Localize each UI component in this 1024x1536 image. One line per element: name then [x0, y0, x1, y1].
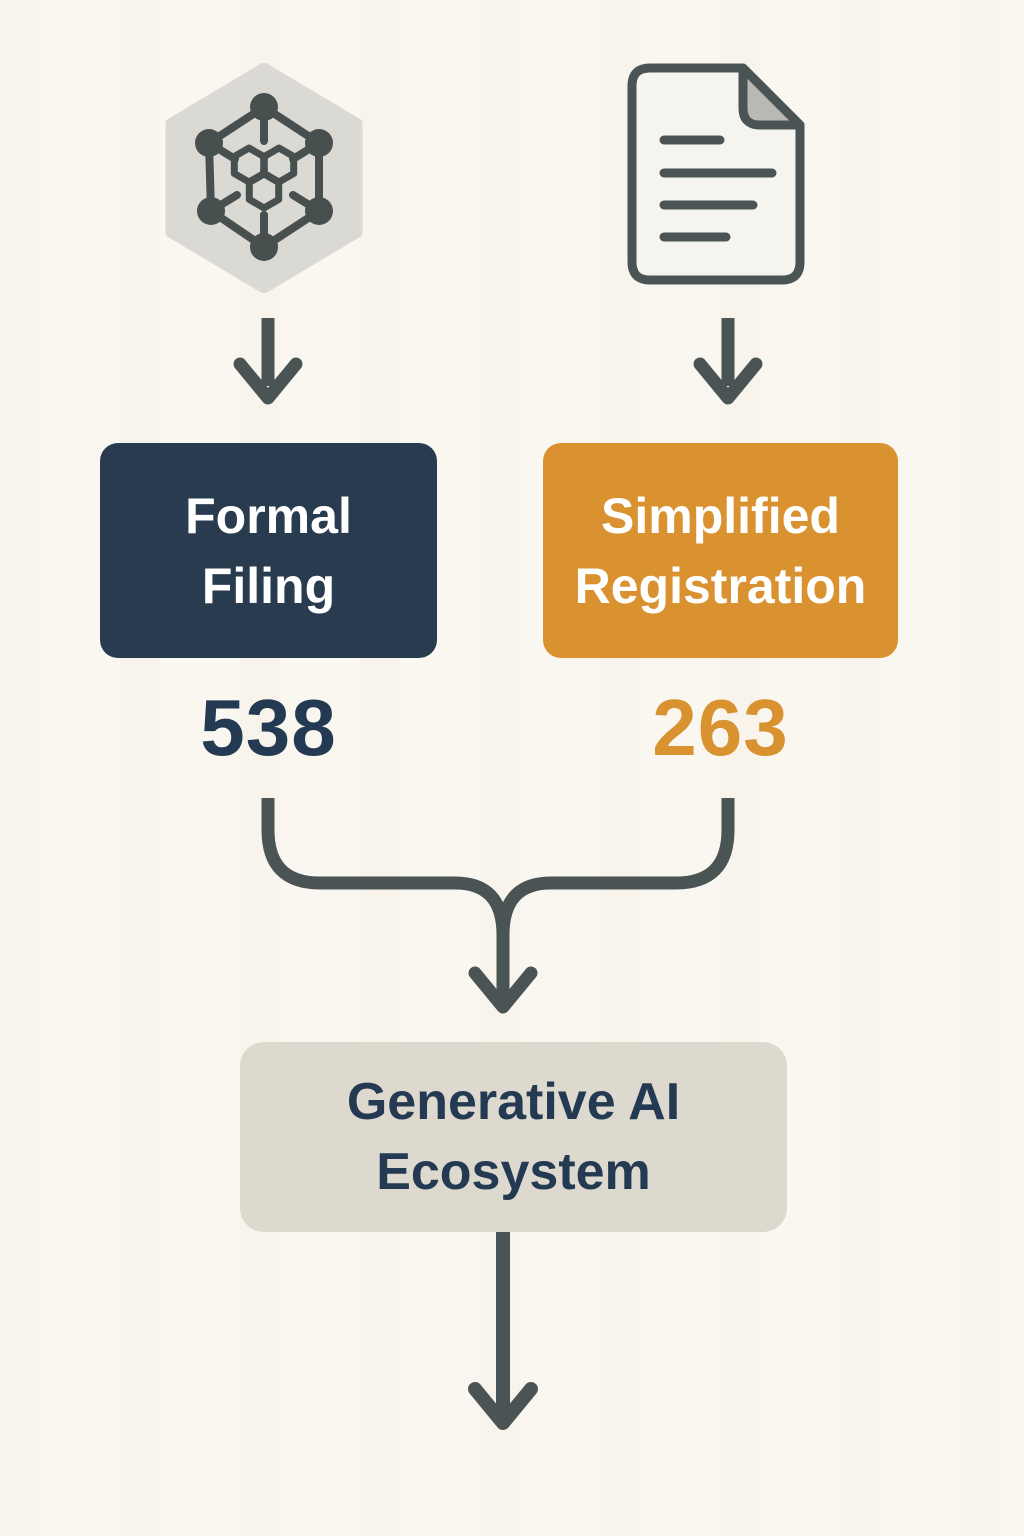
generative-ai-ecosystem-node: Generative AI Ecosystem: [240, 1042, 787, 1232]
network-hexagon-icon: [165, 63, 363, 293]
simplified-registration-node: Simplified Registration: [543, 443, 898, 658]
simplified-registration-count: 263: [652, 683, 789, 772]
formal-filing-label-line2: Filing: [201, 557, 336, 614]
formal-filing-count: 538: [200, 683, 337, 772]
document-icon: [627, 63, 805, 285]
merge-funnel-arrow: [261, 798, 735, 1014]
formal-filing-label-line1: Formal: [185, 487, 352, 544]
ecosystem-label-line2: Ecosystem: [376, 1143, 651, 1201]
simplified-registration-label-line2: Registration: [574, 557, 867, 614]
simplified-registration-label-line1: Simplified: [601, 487, 840, 544]
ecosystem-label-line1: Generative AI: [346, 1072, 681, 1131]
arrow-down-from-network-icon: [233, 318, 763, 405]
arrow-down-from-ecosystem: [468, 1232, 538, 1430]
formal-filing-node: Formal Filing: [100, 443, 437, 658]
